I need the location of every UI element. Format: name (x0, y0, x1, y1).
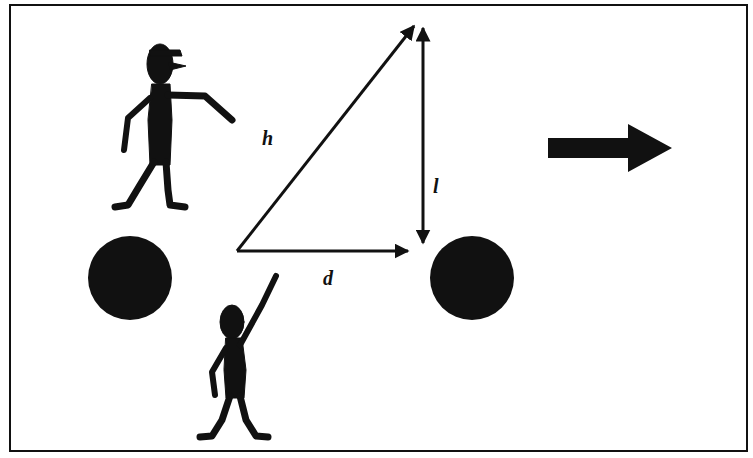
frame (10, 5, 747, 451)
motion-arrow (548, 124, 672, 172)
observer-bottom (200, 276, 276, 437)
vector-label: h (262, 128, 273, 148)
l-arrow (422, 28, 425, 243)
vector-label: d (323, 268, 333, 288)
left-ball (88, 236, 172, 320)
observer-top (115, 44, 232, 207)
vector-label: l (433, 176, 439, 196)
d-arrow (237, 250, 408, 253)
right-ball (430, 236, 514, 320)
h-arrow (237, 26, 414, 251)
